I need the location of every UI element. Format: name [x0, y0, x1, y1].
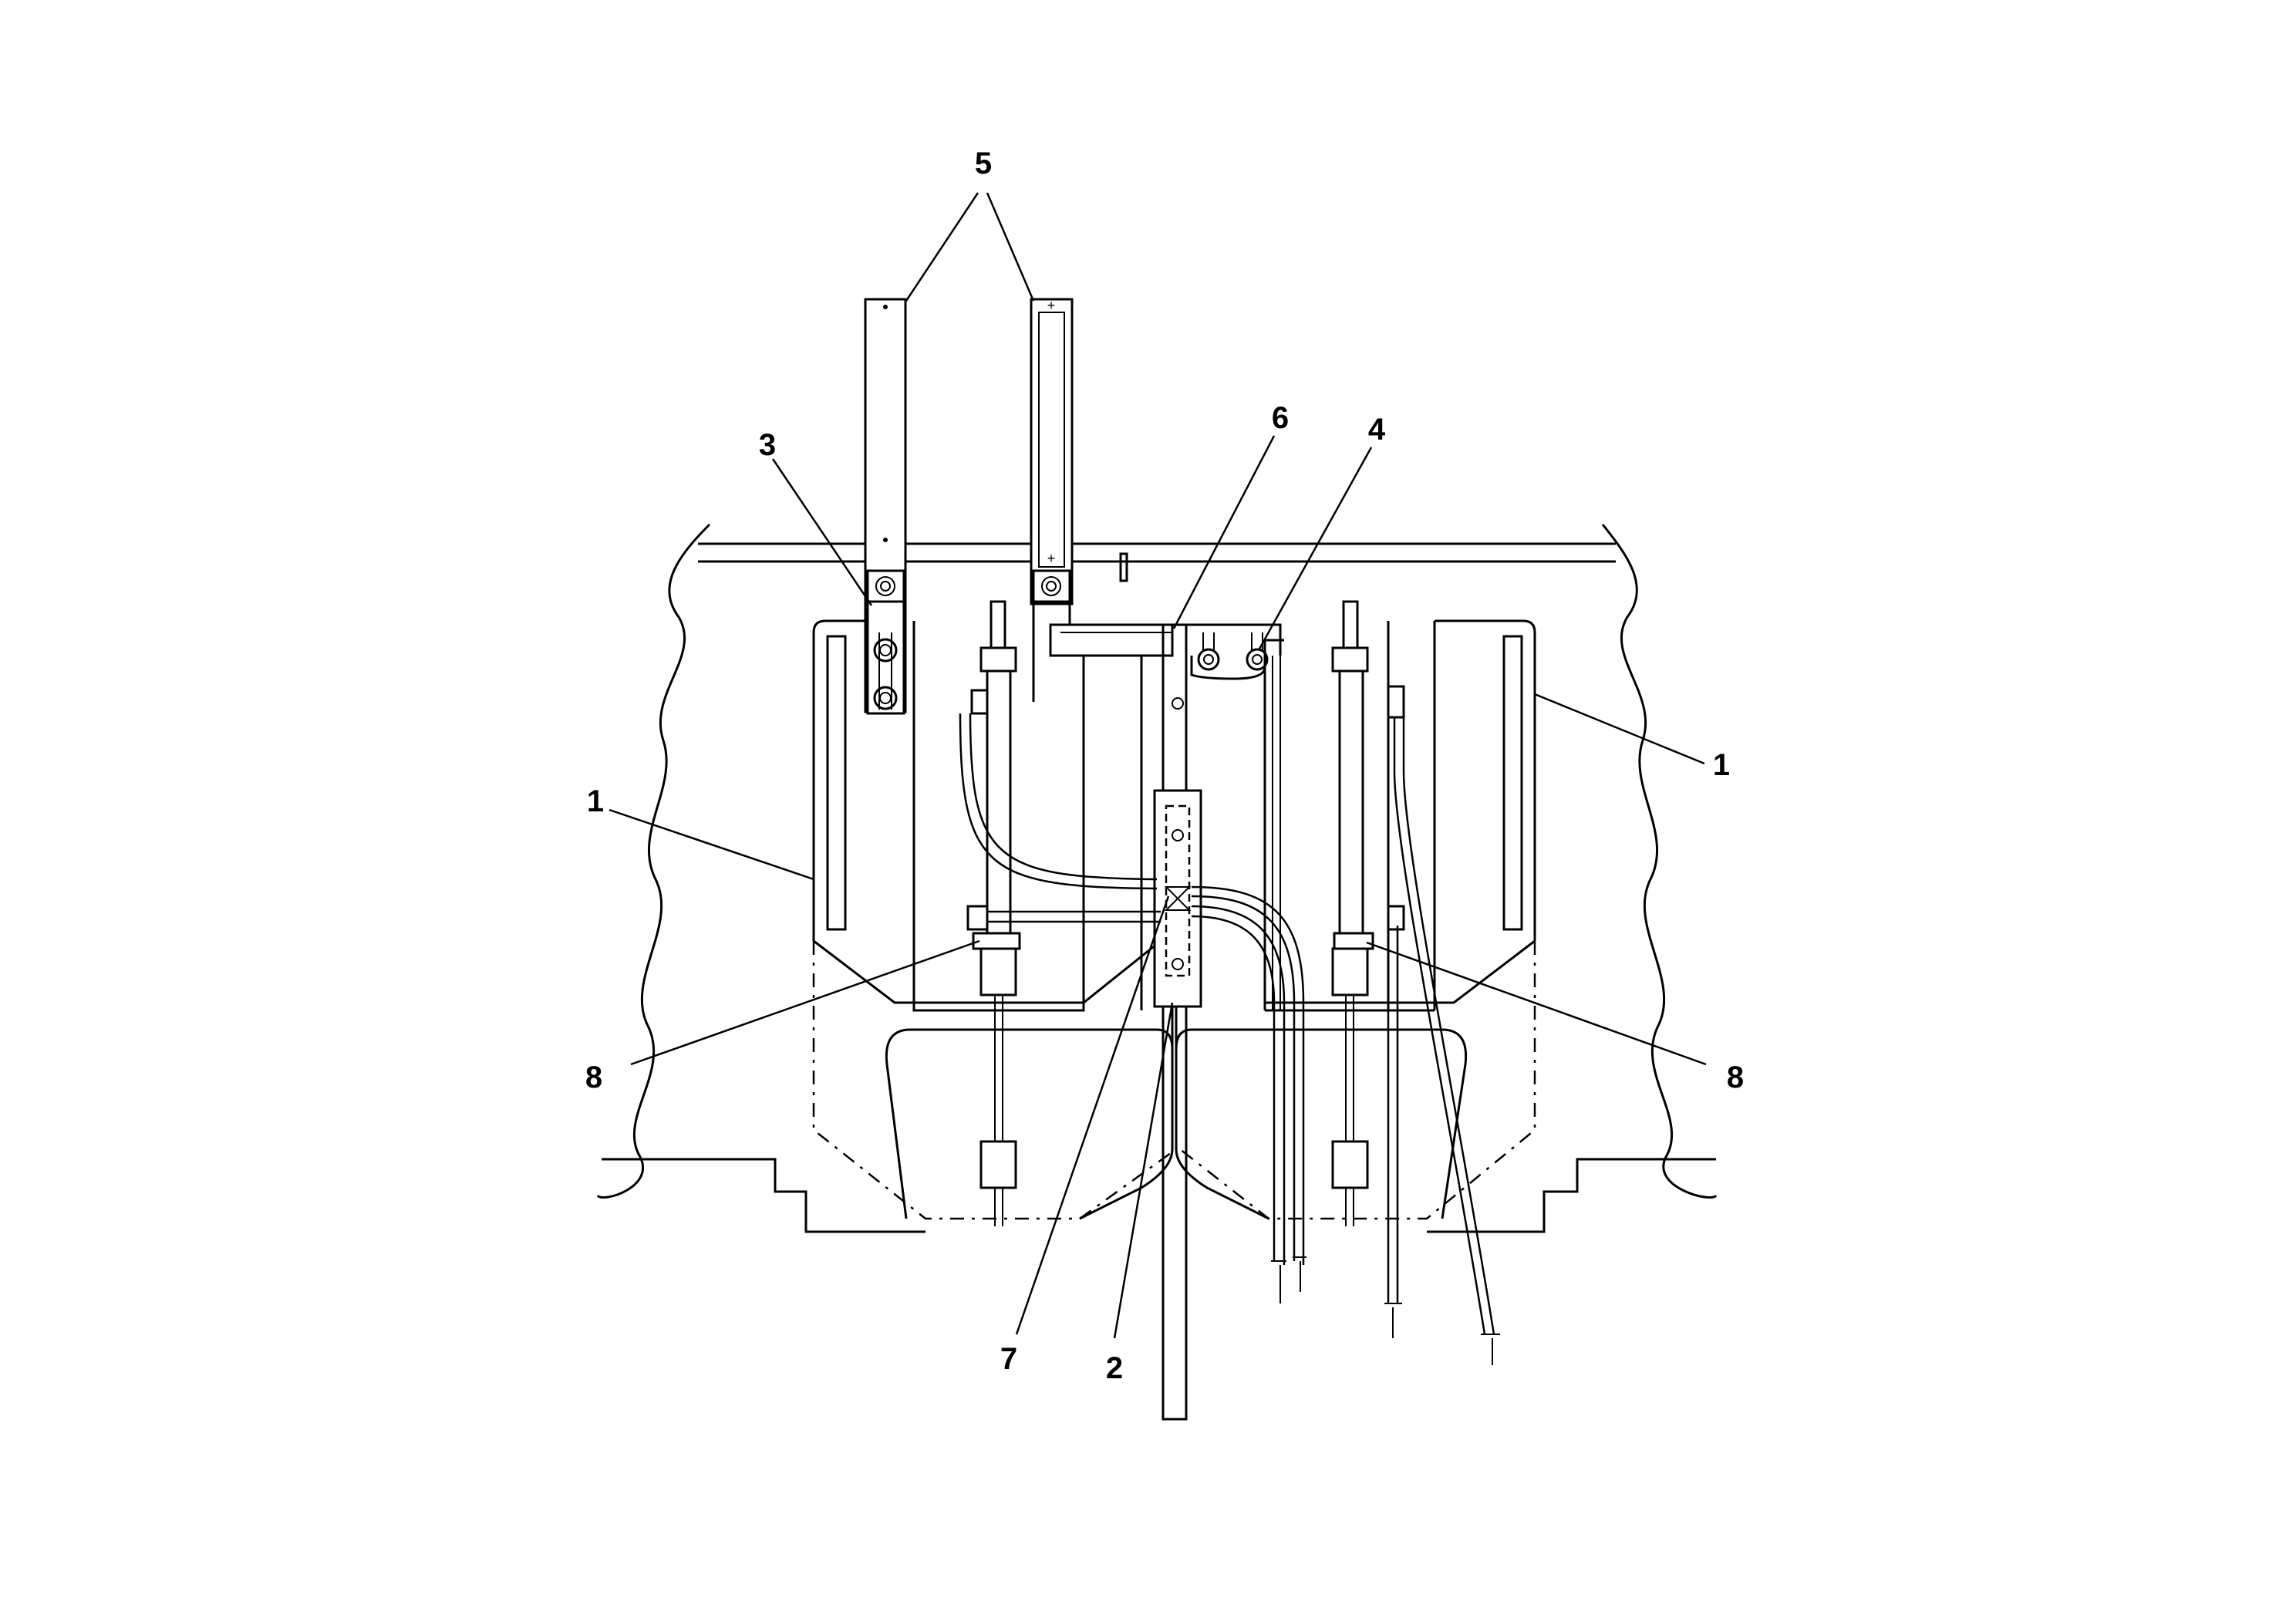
label-6: 6	[1272, 401, 1289, 435]
svg-text:+: +	[1047, 298, 1056, 313]
callout-labels: 5 3 6 4 1 1 8 8 7 2	[585, 147, 1744, 1385]
svg-text:+: +	[1047, 551, 1056, 566]
center-guide	[1153, 623, 1202, 1421]
label-3: 3	[759, 428, 776, 462]
label-5: 5	[975, 147, 992, 180]
label-4: 4	[1368, 413, 1386, 447]
label-2: 2	[1106, 1351, 1123, 1385]
machine-frame	[596, 523, 1718, 1233]
right-cylinder	[1331, 600, 1405, 1226]
bracket	[1049, 623, 1282, 680]
adjustment-bar-right: + +	[1030, 298, 1074, 702]
label-8-right: 8	[1727, 1061, 1744, 1094]
label-8-left: 8	[585, 1061, 602, 1094]
label-1-right: 1	[1713, 748, 1730, 782]
hydraulic-hoses	[959, 713, 1500, 1365]
label-1-left: 1	[587, 784, 604, 818]
label-7: 7	[1000, 1342, 1017, 1376]
adjustment-bar-left	[864, 298, 907, 715]
leader-lines	[609, 192, 1707, 1339]
left-cylinder	[966, 600, 1021, 1226]
